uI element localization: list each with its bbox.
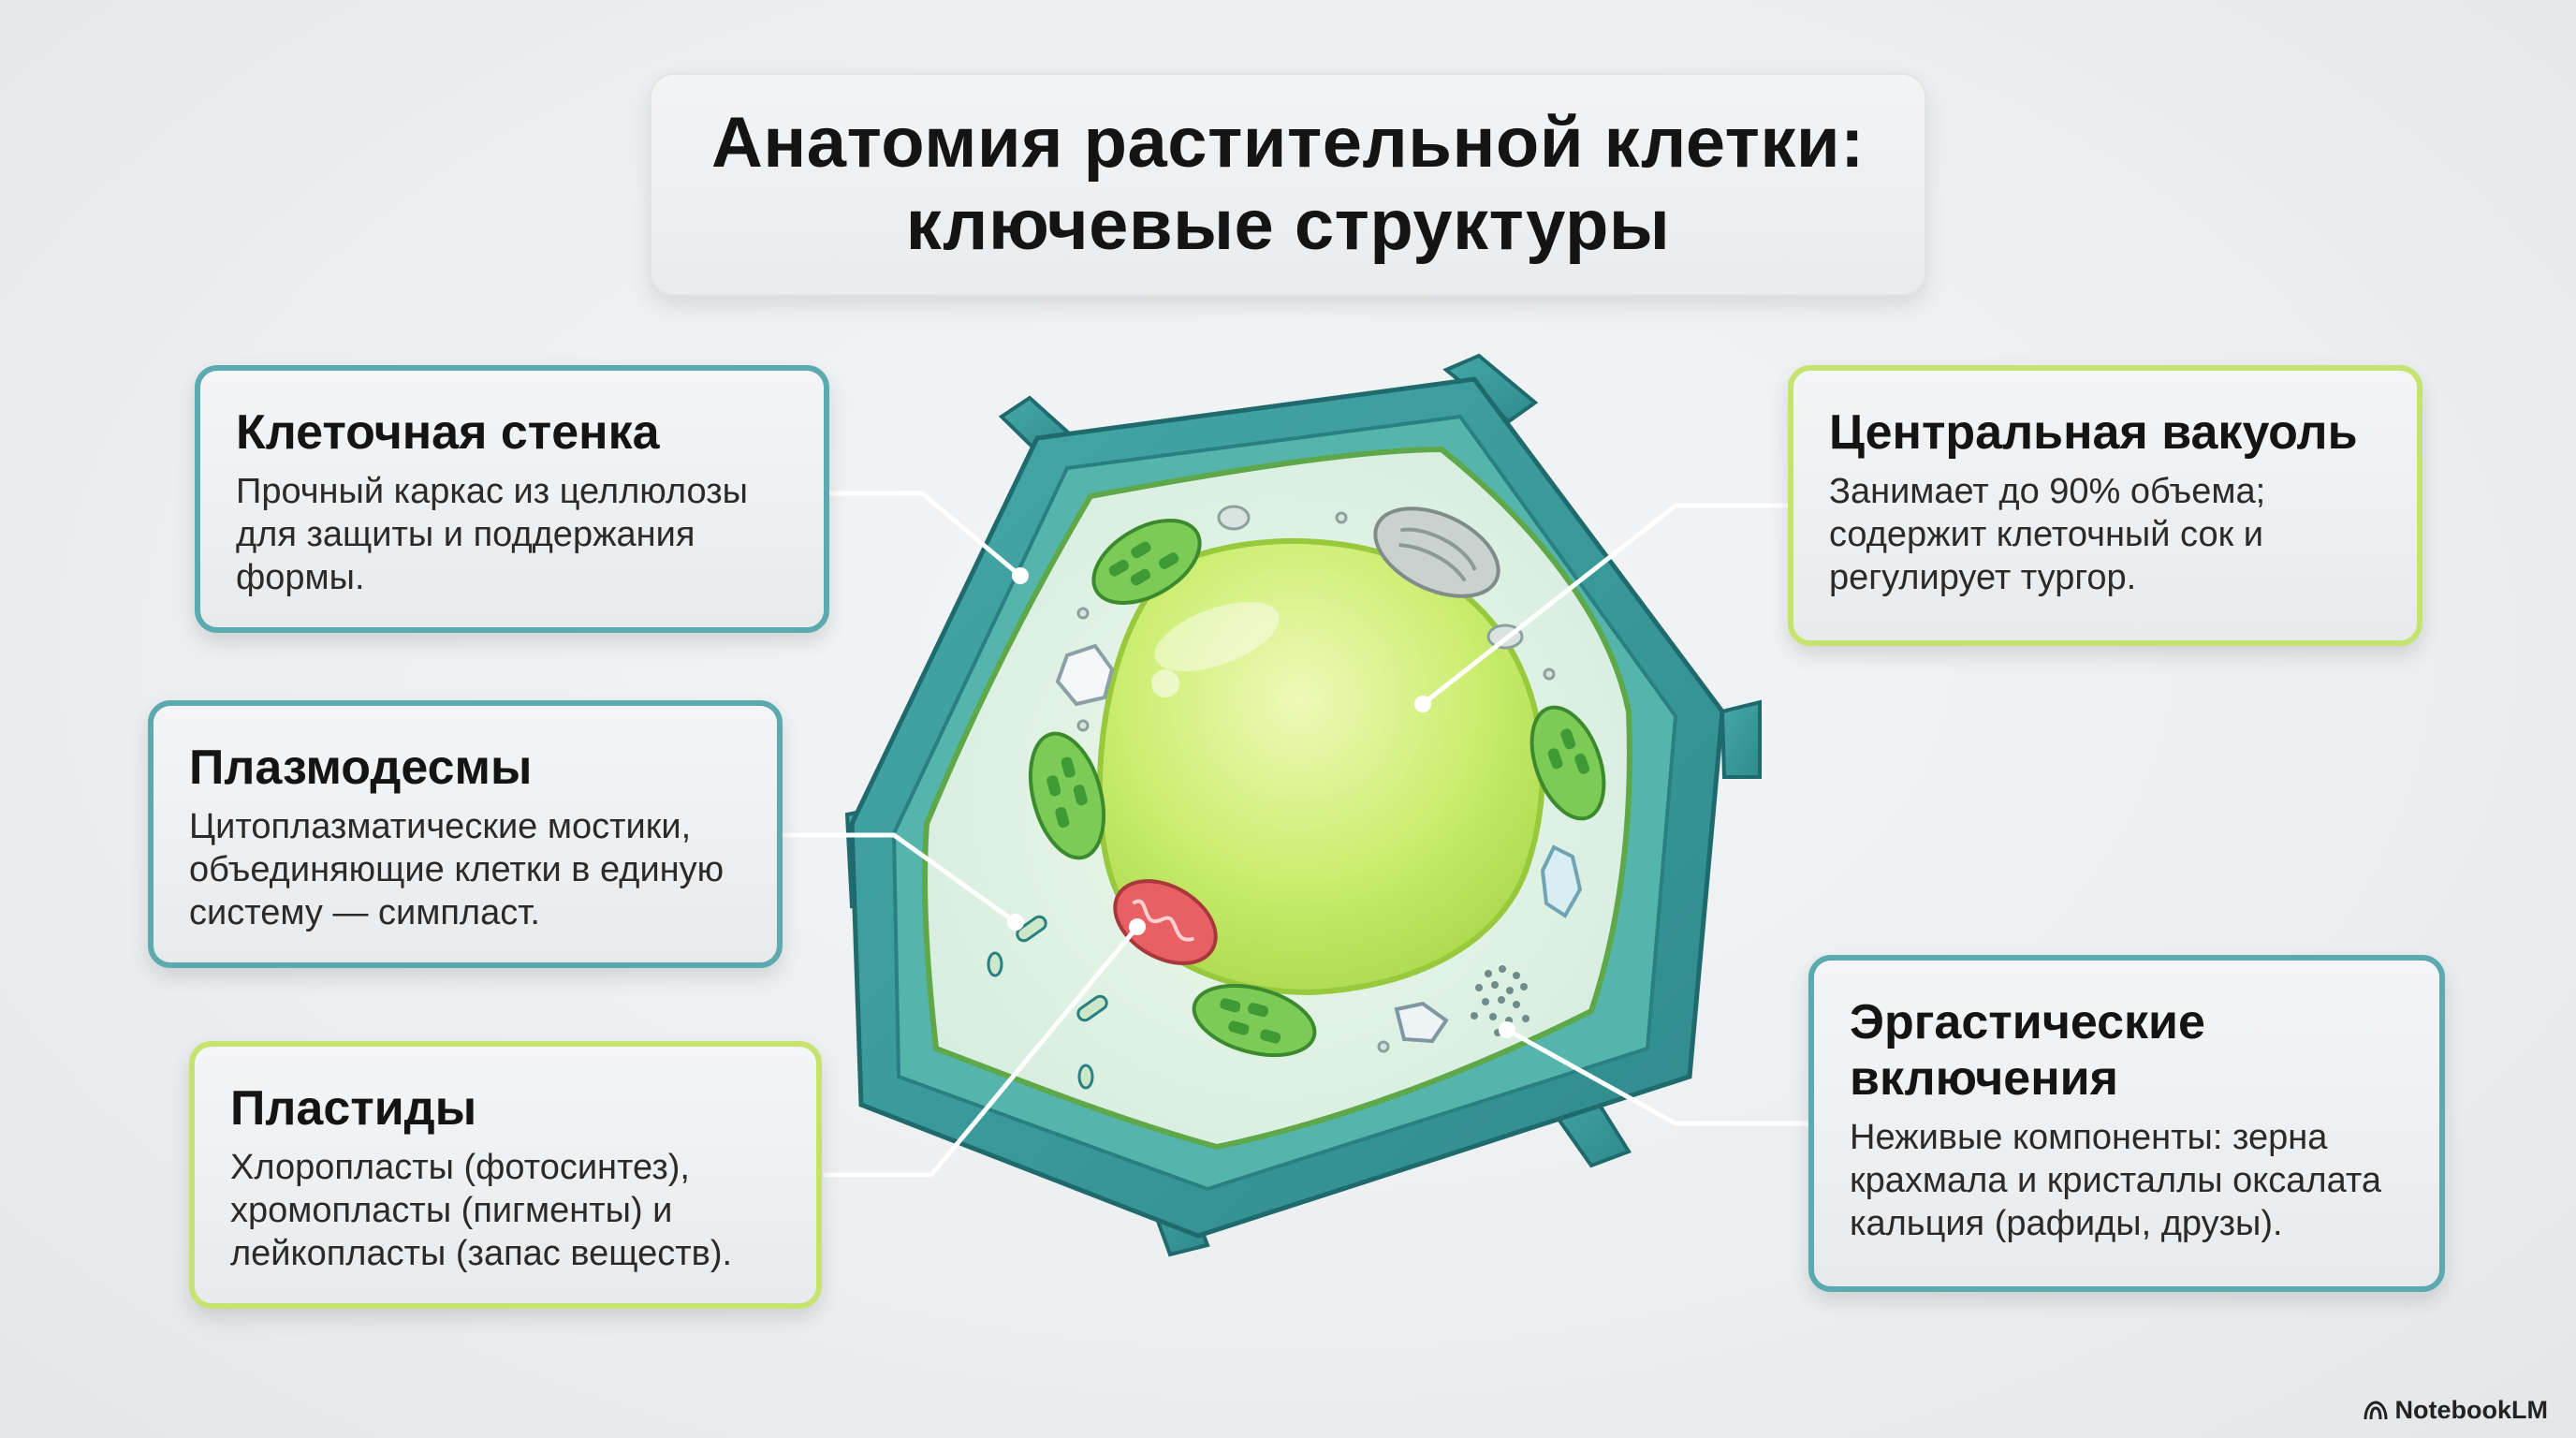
notebooklm-logo-icon	[2364, 1400, 2388, 1419]
plasmodesmata-channels	[987, 915, 1108, 1090]
card-vacuole-title: Центральная вакуоль	[1829, 405, 2358, 460]
leucoplast	[1373, 506, 1500, 598]
mitochondrion	[1113, 879, 1218, 965]
title-box: Анатомия растительной клетки: ключевые с…	[650, 73, 1926, 296]
card-plastids: Пластиды Хлоропласты (фотосинтез), хромо…	[189, 1041, 822, 1309]
card-inclusions: Эргастические включения Неживые компонен…	[1808, 955, 2445, 1292]
card-cell-wall-title: Клеточная стенка	[236, 405, 660, 460]
connector-plastids	[823, 924, 1140, 1178]
card-inclusions-text: Неживые компоненты: зерна крахмала и кри…	[1850, 1118, 2382, 1243]
connector-dots	[1007, 567, 1515, 1038]
crystals	[1055, 643, 1583, 1044]
connector-plasmodesmata	[782, 832, 1018, 925]
card-cell-wall-text: Прочный каркас из целлюлозы для защиты и…	[236, 472, 748, 597]
card-plasmodesmata-text: Цитоплазматические мостики, объединяющие…	[189, 807, 724, 932]
card-plastids-title: Пластиды	[230, 1081, 477, 1136]
notebooklm-branding: NotebookLM	[2364, 1396, 2548, 1425]
card-vacuole-text: Занимает до 90% объема; содержит клеточн…	[1829, 472, 2266, 597]
druse-dots	[1471, 965, 1530, 1036]
connector-vacuole	[1420, 503, 1793, 707]
card-plastids-text: Хлоропласты (фотосинтез), хромопласты (п…	[230, 1148, 733, 1273]
card-cell-wall: Клеточная стенка Прочный каркас из целлю…	[195, 365, 829, 633]
card-plasmodesmata: Плазмодесмы Цитоплазматические мостики, …	[148, 700, 783, 968]
card-vacuole: Центральная вакуоль Занимает до 90% объе…	[1788, 365, 2422, 646]
card-plasmodesmata-title: Плазмодесмы	[189, 741, 533, 795]
connector-lines	[782, 491, 1814, 1178]
page-title-line-1: Анатомия растительной клетки:	[711, 103, 1865, 183]
connector-inclusions	[1504, 1027, 1814, 1126]
brand-label: NotebookLM	[2394, 1396, 2548, 1424]
chloroplasts	[1029, 519, 1606, 1058]
page-title-line-2: ключевые структуры	[905, 185, 1671, 265]
card-inclusions-title: Эргастические включения	[1850, 995, 2205, 1106]
connector-cell-wall	[826, 491, 1023, 579]
